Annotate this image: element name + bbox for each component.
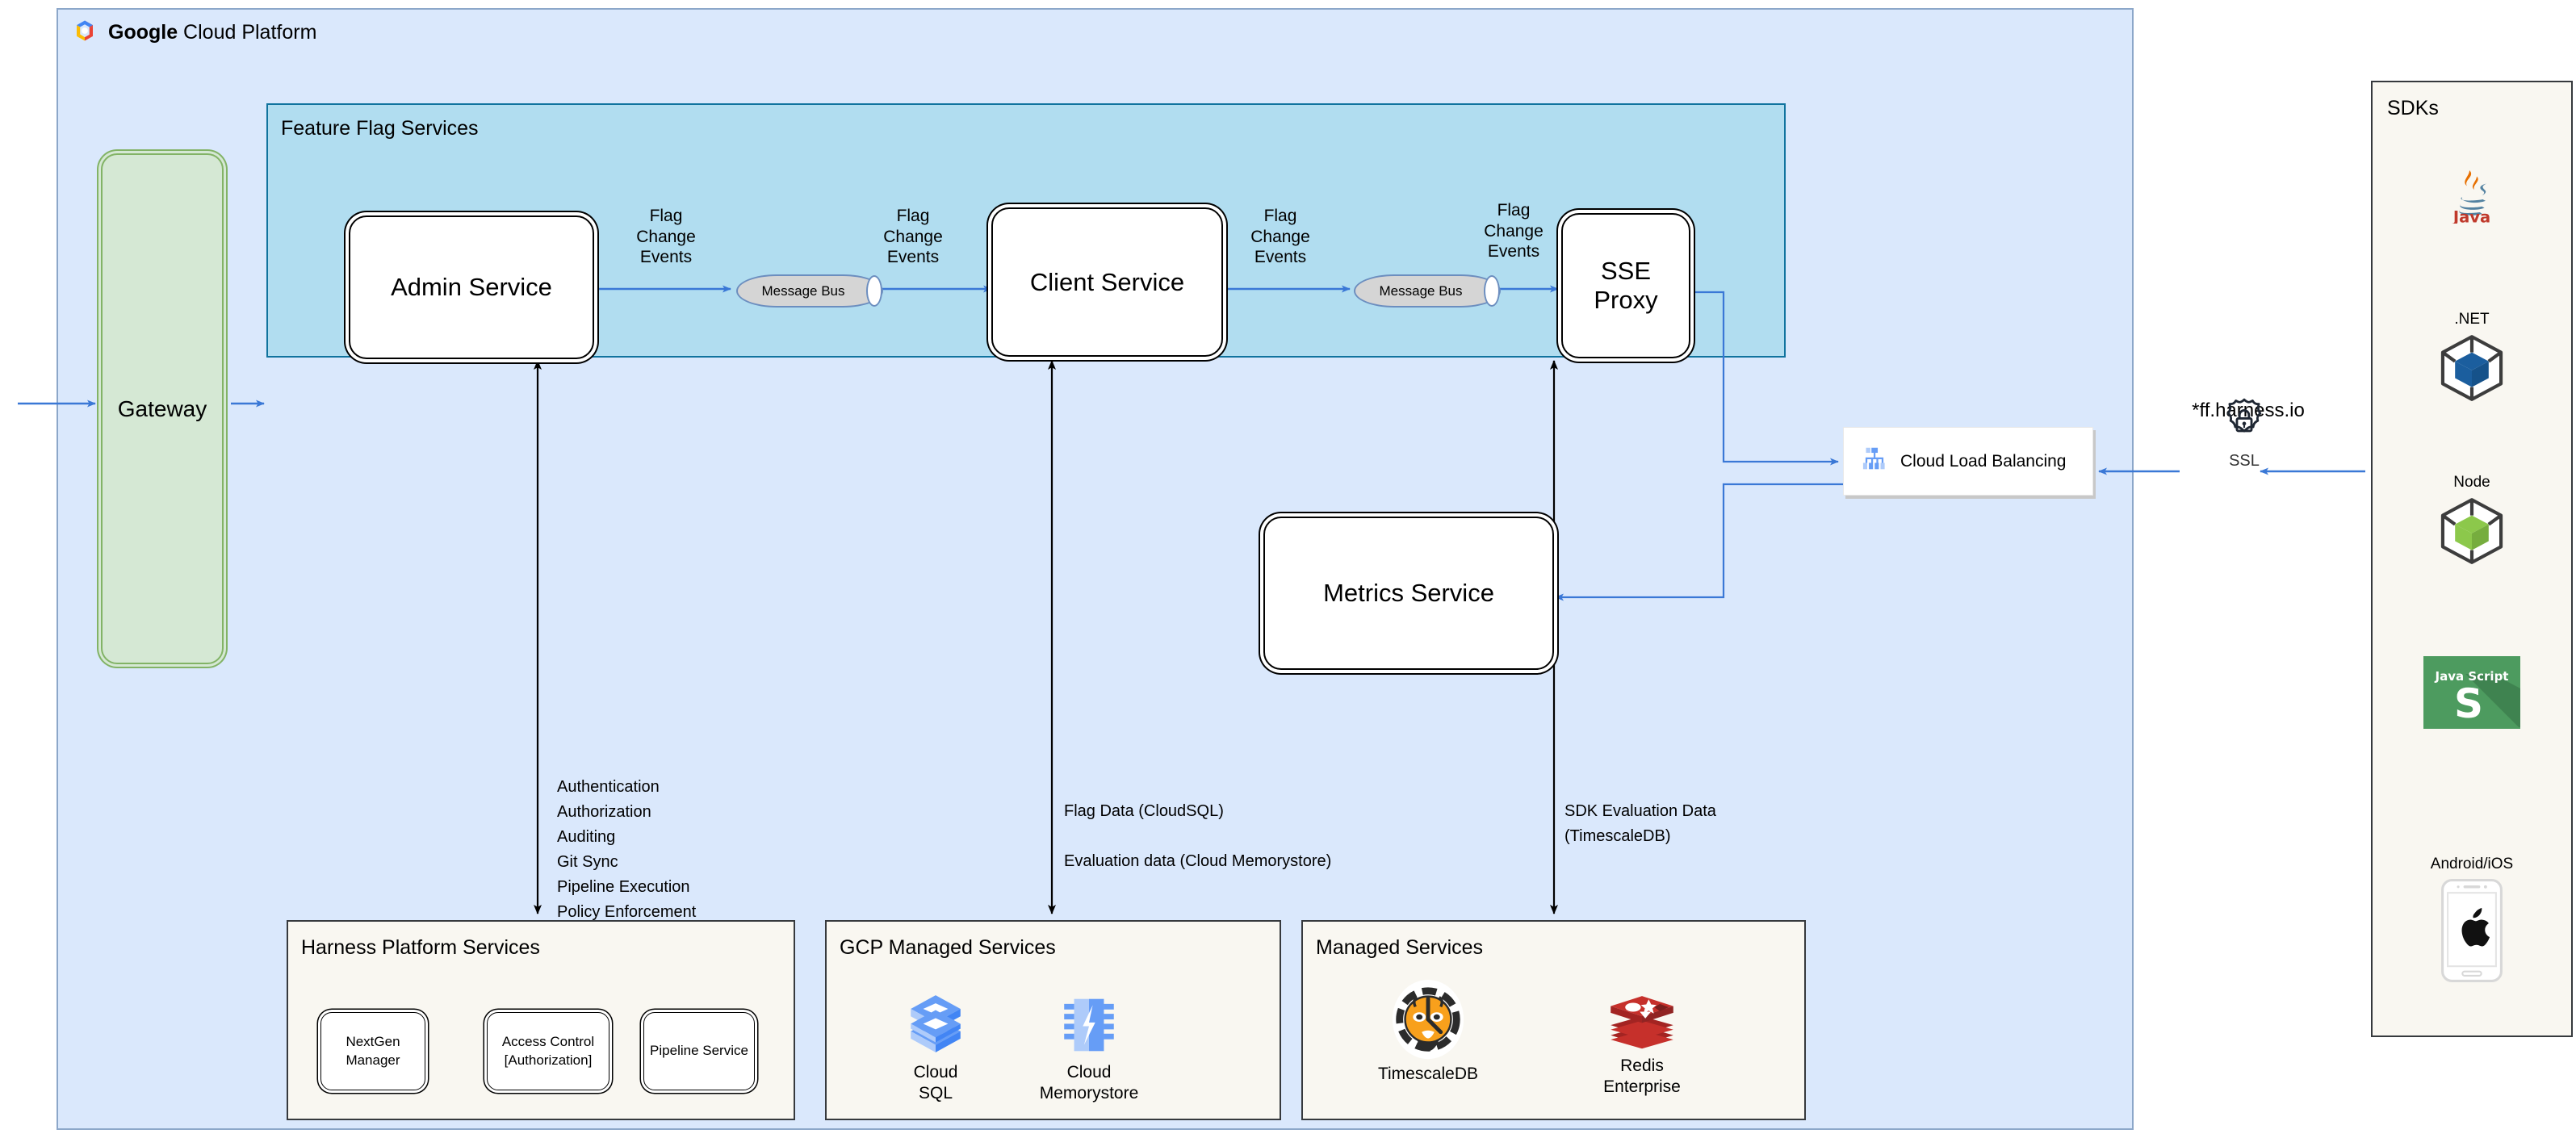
gcp-panel-title: Google Cloud Platform: [108, 21, 316, 44]
svg-text:S: S: [2454, 680, 2483, 727]
client-service-node[interactable]: Client Service: [991, 207, 1223, 357]
timescaledb-label: TimescaleDB: [1377, 1065, 1479, 1083]
gcp-title-rest: Cloud Platform: [178, 20, 317, 44]
pipeline-service-label: Pipeline Service: [650, 1043, 748, 1059]
cloud-memorystore-label: Cloud Memorystore: [1039, 1063, 1139, 1103]
mobile-sdk-item[interactable]: Android/iOS: [2371, 856, 2573, 983]
node-sdk-caption: Node: [2453, 474, 2490, 491]
gcp-panel-header: Google Cloud Platform: [73, 16, 476, 48]
redis-icon: [1569, 993, 1715, 1051]
node-cube-icon: [2371, 496, 2573, 566]
svg-text:Java Script: Java Script: [2435, 669, 2509, 684]
gcp-title-bold: Google: [108, 20, 178, 44]
flag-change-events-label-2: Flag Change Events: [883, 207, 943, 267]
cloud-sql-icon: [879, 993, 992, 1057]
timescaledb-item[interactable]: TimescaleDB: [1347, 980, 1509, 1085]
cloud-load-balancing-icon: [1860, 445, 1889, 479]
redis-enterprise-item[interactable]: Redis Enterprise: [1569, 993, 1715, 1098]
metrics-service-label: Metrics Service: [1323, 579, 1494, 608]
java-sdk-item[interactable]: Java: [2371, 165, 2573, 224]
flag-change-events-label-3: Flag Change Events: [1250, 207, 1310, 267]
flag-change-events-label-1: Flag Change Events: [636, 207, 696, 267]
message-bus-1[interactable]: Message Bus: [736, 274, 883, 308]
metrics-service-node[interactable]: Metrics Service: [1263, 517, 1554, 670]
java-icon: Java: [2371, 165, 2573, 224]
cloud-sql-label: Cloud SQL: [913, 1063, 958, 1103]
cloud-memorystore-icon: [1020, 993, 1158, 1057]
javascript-icon: Java Script S: [2371, 656, 2573, 729]
svg-text:Java: Java: [2452, 208, 2490, 224]
managed-services-panel: Managed Services: [1301, 920, 1806, 1120]
sdks-title: SDKs: [2387, 97, 2439, 119]
managed-services-title: Managed Services: [1316, 936, 1484, 959]
sse-proxy-node[interactable]: SSE Proxy: [1561, 213, 1690, 358]
harness-platform-note: Authentication Authorization Auditing Gi…: [557, 778, 697, 921]
google-cloud-platform-logo-icon: [73, 19, 97, 47]
gateway-node[interactable]: Gateway: [101, 153, 224, 664]
cloud-load-balancing-card[interactable]: Cloud Load Balancing: [1843, 427, 2093, 496]
javascript-sdk-item[interactable]: Java Script S: [2371, 656, 2573, 729]
mobile-sdk-caption: Android/iOS: [2430, 856, 2514, 872]
sse-proxy-label: SSE Proxy: [1594, 257, 1658, 314]
redis-enterprise-label: Redis Enterprise: [1603, 1056, 1681, 1097]
node-sdk-item[interactable]: Node: [2371, 474, 2573, 566]
message-bus-2-label: Message Bus: [1379, 282, 1463, 299]
gcp-data-note: Flag Data (CloudSQL) Evaluation data (Cl…: [1064, 802, 1332, 870]
cylinder-cap-icon: [866, 275, 882, 307]
ssl-shield-lock-icon: [2180, 395, 2309, 446]
nextgen-manager-label: NextGen Manager: [346, 1034, 400, 1068]
cloud-memorystore-item[interactable]: Cloud Memorystore: [1020, 993, 1158, 1105]
ssl-label: SSL: [2229, 452, 2260, 470]
cylinder-cap-icon: [1484, 275, 1500, 307]
nextgen-manager-node[interactable]: NextGen Manager: [320, 1012, 425, 1090]
harness-platform-services-title: Harness Platform Services: [301, 936, 540, 959]
access-control-node[interactable]: Access Control [Authorization]: [487, 1012, 609, 1090]
admin-service-node[interactable]: Admin Service: [349, 215, 594, 359]
flag-change-events-label-4: Flag Change Events: [1484, 201, 1544, 261]
cloud-sql-item[interactable]: Cloud SQL: [879, 993, 992, 1105]
admin-service-label: Admin Service: [391, 273, 552, 302]
message-bus-2[interactable]: Message Bus: [1354, 274, 1501, 308]
ssl-group: SSL: [2180, 395, 2309, 525]
cloud-load-balancing-label: Cloud Load Balancing: [1900, 451, 2067, 471]
dotnet-sdk-caption: .NET: [2454, 311, 2490, 328]
apple-phone-icon: [2371, 878, 2573, 983]
gateway-label: Gateway: [117, 395, 207, 421]
pipeline-service-node[interactable]: Pipeline Service: [643, 1012, 755, 1090]
message-bus-1-label: Message Bus: [761, 282, 845, 299]
harness-platform-services-panel: Harness Platform Services NextGen Manage…: [287, 920, 795, 1120]
feature-flag-services-title: Feature Flag Services: [281, 117, 479, 140]
sdk-eval-note: SDK Evaluation Data (TimescaleDB): [1564, 802, 1716, 845]
dotnet-sdk-item[interactable]: .NET: [2371, 311, 2573, 403]
dotnet-cube-icon: [2371, 333, 2573, 403]
access-control-label: Access Control [Authorization]: [501, 1034, 595, 1068]
client-service-label: Client Service: [1029, 267, 1185, 296]
gcp-managed-services-title: GCP Managed Services: [840, 936, 1056, 959]
gcp-managed-services-panel: GCP Managed Services Clo: [825, 920, 1281, 1120]
timescaledb-tiger-icon: [1347, 980, 1509, 1062]
